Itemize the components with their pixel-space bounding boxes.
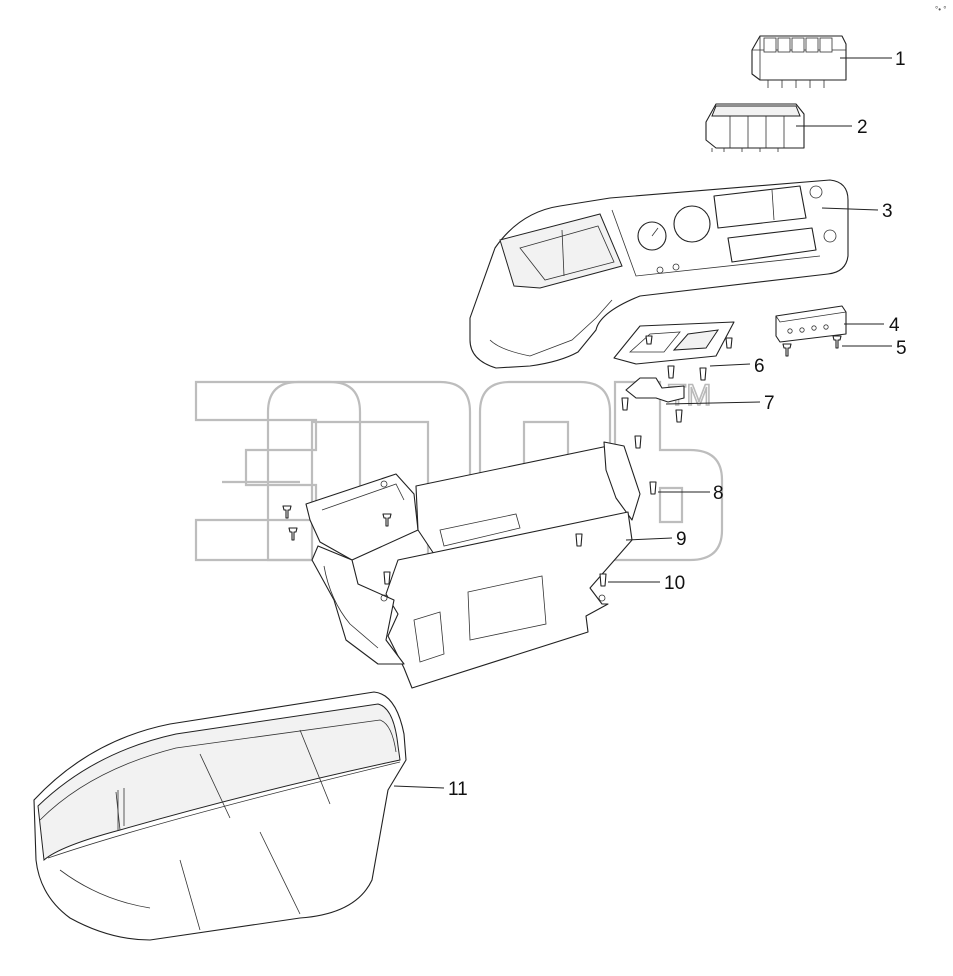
part-10-screws	[383, 571, 607, 587]
part-7-clip	[621, 377, 685, 423]
callout-3: 3	[882, 201, 893, 222]
part-6-mount-plate	[613, 321, 735, 381]
watermark-letter-4	[613, 380, 724, 562]
callout-6: 6	[754, 356, 765, 377]
leader-lines	[393, 57, 892, 789]
callout-8: 8	[713, 483, 724, 504]
callout-11: 11	[448, 779, 468, 800]
part-11-housing	[33, 691, 407, 941]
callout-7: 7	[764, 393, 775, 414]
callout-10: 10	[664, 573, 685, 594]
part-9-frame	[305, 441, 641, 689]
callout-2: 2	[857, 117, 868, 138]
callout-5: 5	[896, 338, 907, 359]
part-1-switch-block	[751, 35, 847, 88]
part-2-switch-block	[705, 103, 805, 152]
callout-labels: 1 2 3 4 5 6 7 8 9 10 11	[448, 49, 907, 800]
watermark-logo: TM	[194, 378, 724, 562]
part-5-screws	[782, 335, 842, 357]
part-4-bracket	[775, 305, 847, 343]
callout-9: 9	[676, 529, 687, 550]
corner-mark: °• °	[935, 5, 946, 14]
callout-4: 4	[889, 315, 900, 336]
part-3-panel-cover	[469, 179, 849, 369]
callout-1: 1	[895, 49, 906, 70]
part-8-screws	[282, 435, 657, 547]
